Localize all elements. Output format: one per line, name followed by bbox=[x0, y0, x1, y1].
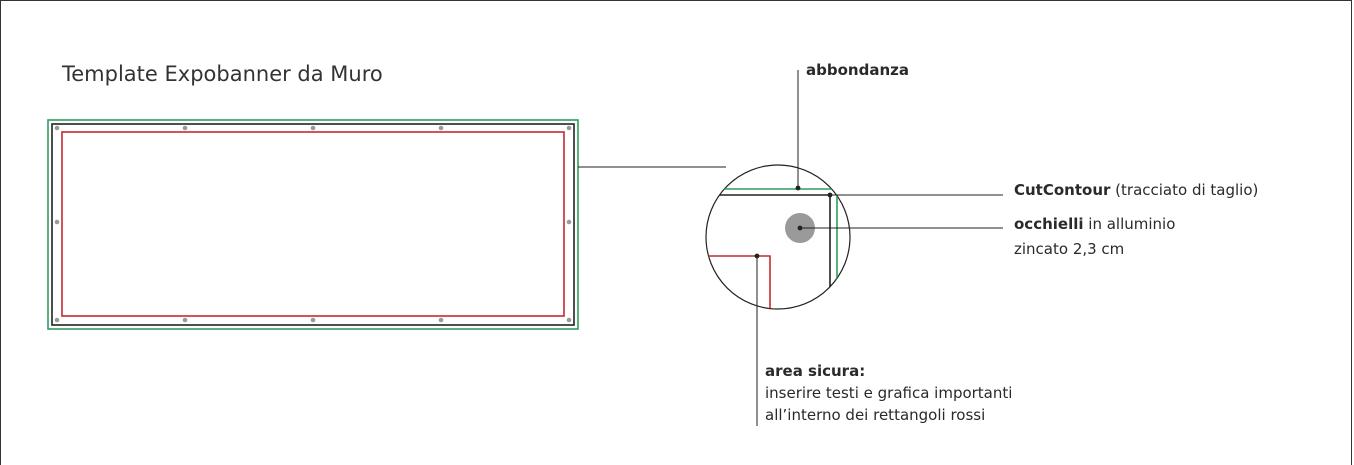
label-occhielli: occhielli in alluminio bbox=[1014, 215, 1175, 234]
label-area-sicura-line2: inserire testi e grafica importanti bbox=[765, 384, 1013, 402]
grommet-dot bbox=[566, 125, 572, 131]
grommet-dot bbox=[310, 125, 316, 131]
safe-area-rect bbox=[61, 131, 565, 317]
label-abbondanza: abbondanza bbox=[806, 61, 909, 79]
label-area-sicura-line3: all’interno dei rettangoli rossi bbox=[765, 406, 986, 424]
grommet-dot bbox=[54, 219, 60, 225]
grommet-dot bbox=[566, 317, 572, 323]
cutcontour-rect bbox=[51, 123, 575, 326]
diagram-title: Template Expobanner da Muro bbox=[62, 62, 383, 86]
leader-dot-cutcontour bbox=[827, 192, 833, 198]
label-cutcontour: CutContour (tracciato di taglio) bbox=[1014, 181, 1258, 200]
grommet-dot bbox=[438, 125, 444, 131]
label-cutcontour-rest: (tracciato di taglio) bbox=[1110, 181, 1259, 199]
bleed-rect bbox=[47, 119, 579, 330]
grommet-dot bbox=[566, 219, 572, 225]
grommet-dot bbox=[54, 317, 60, 323]
grommet-dot bbox=[310, 317, 316, 323]
grommet-group bbox=[54, 125, 572, 323]
label-cutcontour-bold: CutContour bbox=[1014, 181, 1111, 199]
leader-dot-abbondanza bbox=[795, 185, 801, 191]
label-occhielli-rest: in alluminio bbox=[1083, 215, 1176, 233]
grommet-dot bbox=[182, 125, 188, 131]
leader-dot-occhielli bbox=[797, 225, 803, 231]
label-area-sicura-title: area sicura: bbox=[765, 362, 866, 380]
grommet-dot bbox=[182, 317, 188, 323]
grommet-dot bbox=[54, 125, 60, 131]
leader-dot-area-sicura bbox=[754, 253, 760, 259]
label-occhielli-bold: occhielli bbox=[1014, 215, 1084, 233]
label-occhielli-line2: zincato 2,3 cm bbox=[1014, 240, 1125, 258]
zoom-circle bbox=[705, 164, 851, 310]
zoom-safe-line bbox=[706, 255, 771, 309]
grommet-dot bbox=[438, 317, 444, 323]
